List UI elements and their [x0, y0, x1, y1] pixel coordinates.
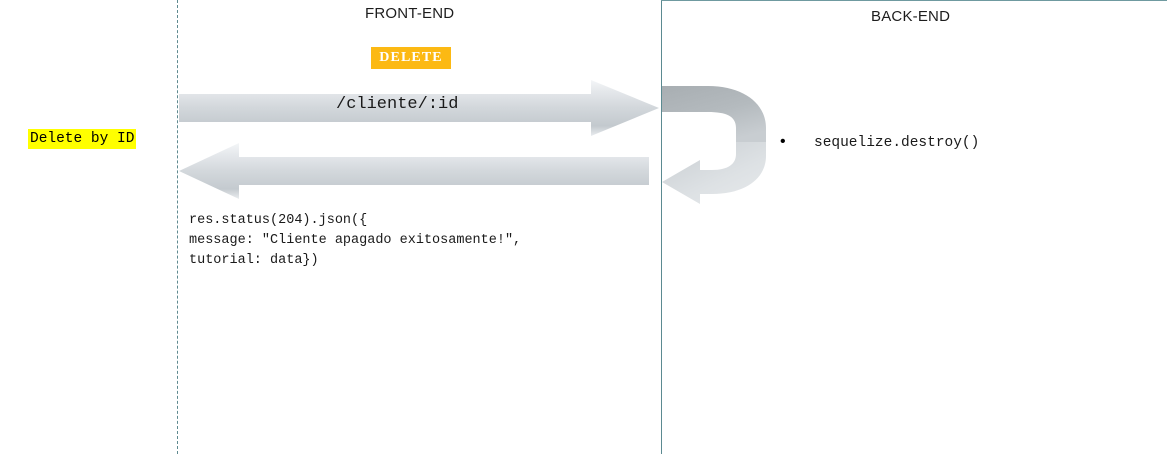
response-arrow [179, 143, 649, 201]
backend-item-label: sequelize.destroy() [814, 135, 980, 151]
http-method-badge: DELETE [371, 47, 451, 69]
backend-section-title: BACK-END [871, 8, 951, 25]
backend-uturn-arrow [662, 82, 782, 204]
backend-top-border [661, 0, 1167, 1]
bullet-icon: • [780, 133, 786, 150]
request-path-text: /cliente/:id [336, 95, 459, 114]
request-arrow [179, 78, 659, 138]
frontend-dashed-divider [177, 0, 178, 454]
frontend-section-title: FRONT-END [365, 5, 455, 22]
response-code-block: res.status(204).json({ message: "Cliente… [189, 213, 522, 268]
operation-label: Delete by ID [28, 129, 137, 150]
backend-list-item: • sequelize.destroy() [780, 133, 980, 152]
backend-left-border [661, 0, 662, 454]
